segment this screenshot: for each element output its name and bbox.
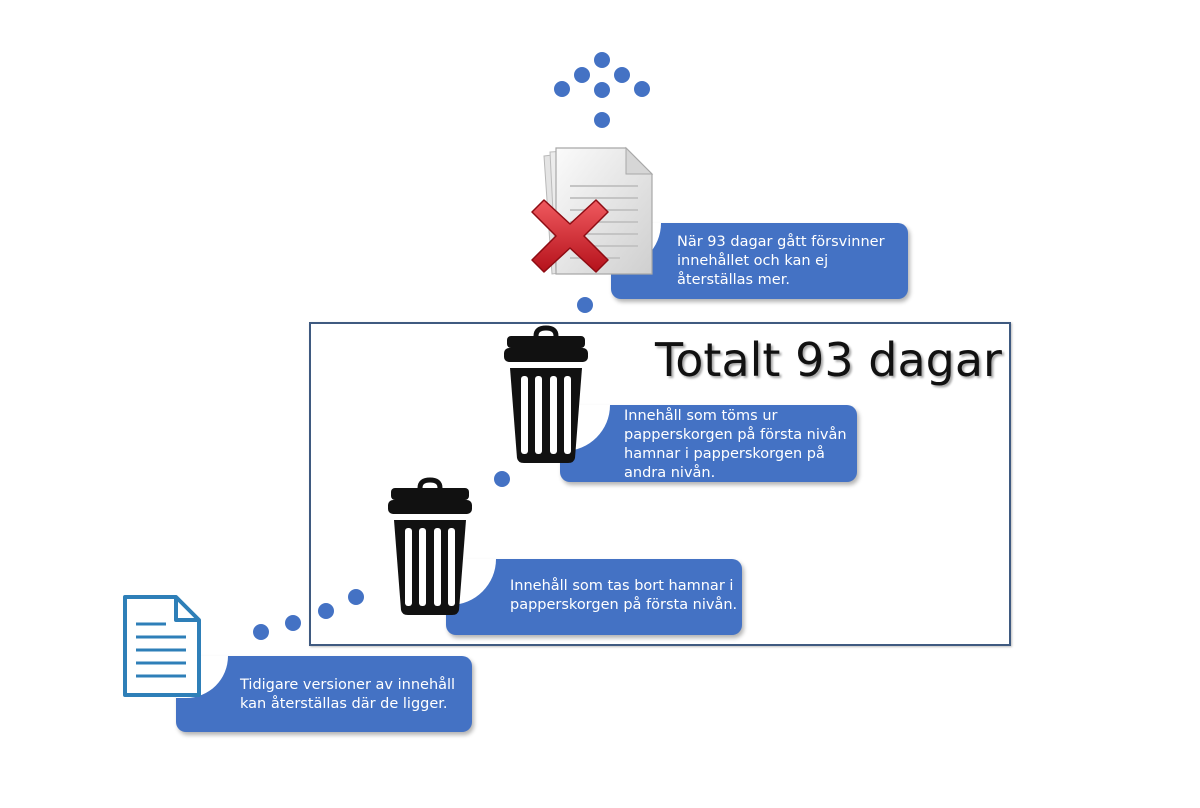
arrow-dot <box>594 82 610 98</box>
total-period-label: Totalt 93 dagar <box>655 333 1002 387</box>
arrow-dot <box>594 52 610 68</box>
path-dot <box>577 297 593 313</box>
path-dot <box>253 624 269 640</box>
retention-period-frame <box>309 322 1011 646</box>
arrow-dot <box>574 67 590 83</box>
callout-text: Innehåll som tas bort hamnar i pappersko… <box>510 578 738 613</box>
path-dot <box>494 471 510 487</box>
path-dot <box>285 615 301 631</box>
callout-second-stage-recycle-bin: Innehåll som töms ur papperskorgen på fö… <box>560 405 857 482</box>
callout-text: När 93 dagar gått försvinner innehållet … <box>677 234 885 288</box>
callout-text: Innehåll som töms ur papperskorgen på fö… <box>624 408 847 481</box>
trash-can-icon <box>504 325 588 463</box>
arrow-dot <box>594 112 610 128</box>
callout-first-stage-recycle-bin: Innehåll som tas bort hamnar i pappersko… <box>446 559 742 635</box>
document-icon <box>123 595 201 697</box>
callout-text: Tidigare versioner av innehåll kan åters… <box>240 677 456 712</box>
callout-previous-versions: Tidigare versioner av innehåll kan åters… <box>176 656 472 732</box>
trash-can-icon <box>388 477 472 615</box>
delete-x-icon <box>531 199 609 273</box>
arrow-dot <box>614 67 630 83</box>
path-dot <box>348 589 364 605</box>
arrow-dot <box>554 81 570 97</box>
path-dot <box>318 603 334 619</box>
arrow-dot <box>634 81 650 97</box>
